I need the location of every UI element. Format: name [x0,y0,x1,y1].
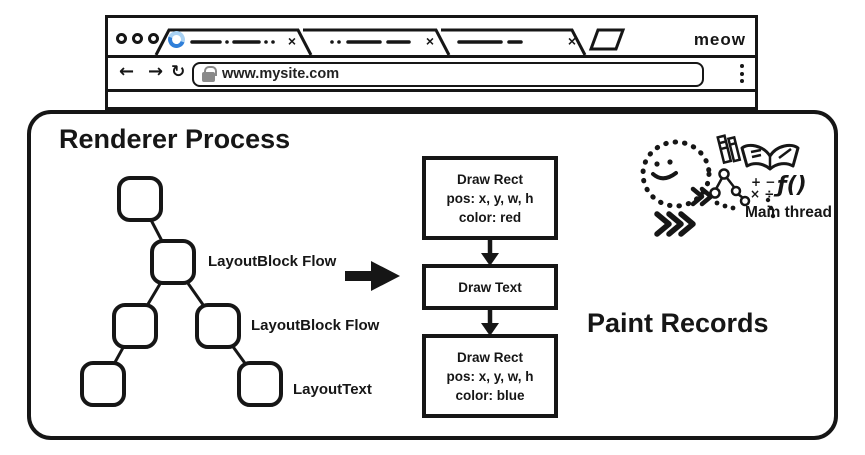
new-tab-button[interactable] [590,28,624,50]
browser-brand: meow [693,30,746,49]
layout-tree-node [237,361,283,407]
big-right-arrow [345,261,400,291]
main-thread-label: Main thread [745,204,832,221]
chevron-right-icon [690,186,714,207]
window-control-dot[interactable] [116,33,127,44]
record-line: Draw Text [458,279,522,295]
smile-icon [651,171,678,181]
dotted-loop-icon [640,139,712,209]
record-line: color: blue [455,387,525,403]
record-line: Draw Rect [456,171,524,187]
window-controls [116,33,159,44]
tab-3-close-icon[interactable]: × [567,33,577,49]
panel-title: Renderer Process [59,124,291,154]
forward-button[interactable]: → [148,61,164,82]
tree-label-layouttext: LayoutText [293,381,372,398]
triple-chevron-icon [654,211,696,237]
math-icon: × ÷ [750,187,774,201]
renderer-process-panel: Renderer Process LayoutBlock Flow Layout… [27,110,838,440]
paint-record-draw-rect-blue: Draw Rect pos: x, y, w, h color: blue [422,334,558,418]
function-icon: ƒ() [773,173,807,198]
tab-1-close-icon[interactable]: × [287,33,297,49]
lock-icon [202,65,217,82]
back-button[interactable]: ← [119,61,135,82]
paint-record-draw-text: Draw Text [422,264,558,310]
dotted-trail [714,197,776,219]
tab-2-close-icon[interactable]: × [425,33,435,49]
record-line: Draw Rect [456,349,524,365]
record-line: pos: x, y, w, h [446,368,534,384]
main-thread-doodle: + − × ÷ ƒ() [640,134,807,237]
pencils-icon [716,134,742,165]
tab-title-scribbles [190,40,523,44]
paint-records-heading: Paint Records [587,308,769,338]
tree-label-layoutblock-flow-1: LayoutBlock Flow [208,253,337,270]
layout-tree-node [150,239,196,285]
layout-tree-node [117,176,163,222]
math-icon: + − [751,175,775,189]
window-control-dot[interactable] [132,33,143,44]
layout-tree-node [112,303,158,349]
graph-tree-icon [709,168,751,207]
url-bar[interactable]: www.mysite.com [192,62,704,87]
record-line: pos: x, y, w, h [446,190,534,206]
browser-chrome-line-art [108,28,755,92]
window-control-dot[interactable] [148,33,159,44]
url-text: www.mysite.com [222,66,340,82]
paint-record-draw-rect-red: Draw Rect pos: x, y, w, h color: red [422,156,558,240]
reload-button[interactable]: ↻ [171,62,186,82]
tree-label-layoutblock-flow-2: LayoutBlock Flow [251,317,380,334]
layout-tree-node [80,361,126,407]
book-icon [740,143,800,171]
browser-window: × × × meow ← → ↻ www.mysite.com [105,15,758,110]
layout-tree-node [195,303,241,349]
browser-menu-button[interactable] [740,64,744,83]
record-line: color: red [458,209,522,225]
